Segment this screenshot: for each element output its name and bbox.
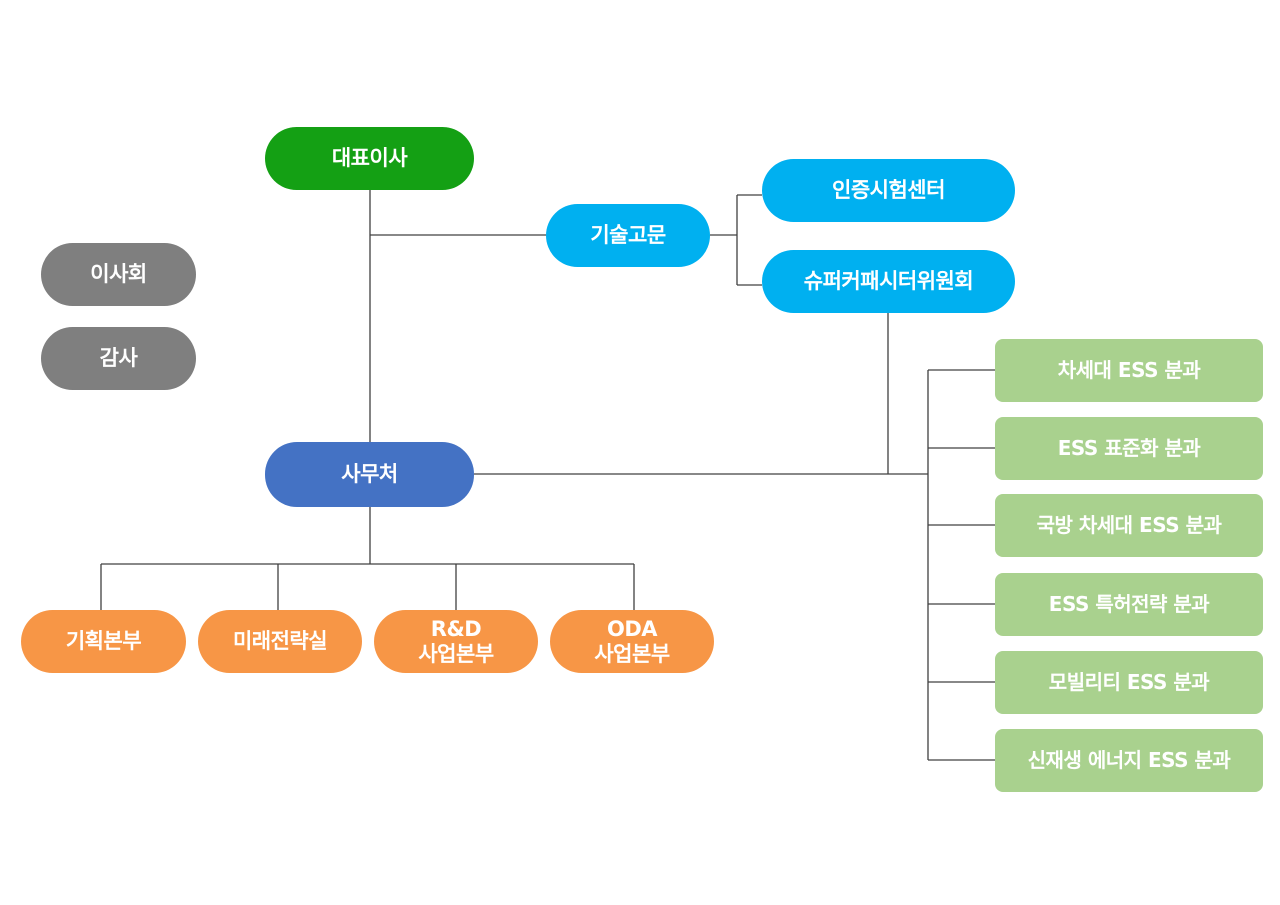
node-rnd-division: R&D 사업본부 (374, 610, 538, 673)
node-planning: 기획본부 (21, 610, 186, 673)
subcommittee-label: 국방 차세대 ESS 분과 (1036, 513, 1222, 537)
node-ceo: 대표이사 (265, 127, 474, 190)
node-board-label: 이사회 (90, 262, 147, 287)
node-board: 이사회 (41, 243, 196, 306)
node-oda-label-line2: 사업본부 (594, 641, 670, 666)
node-cert-center-label: 인증시험센터 (832, 178, 945, 203)
subcommittee-label: 신재생 에너지 ESS 분과 (1027, 748, 1231, 772)
node-secretariat-label: 사무처 (341, 462, 398, 487)
node-subcommittee-defense-ess: 국방 차세대 ESS 분과 (995, 494, 1263, 557)
node-subcommittee-next-gen-ess: 차세대 ESS 분과 (995, 339, 1263, 402)
node-cert-center: 인증시험센터 (762, 159, 1015, 222)
node-auditor: 감사 (41, 327, 196, 390)
node-tech-advisor-label: 기술고문 (590, 223, 666, 248)
node-secretariat: 사무처 (265, 442, 474, 507)
node-tech-advisor: 기술고문 (546, 204, 710, 267)
node-planning-label: 기획본부 (65, 629, 142, 654)
node-subcommittee-renewable-ess: 신재생 에너지 ESS 분과 (995, 729, 1263, 792)
subcommittee-label: 모빌리티 ESS 분과 (1048, 670, 1210, 694)
node-rnd-label-line2: 사업본부 (418, 641, 494, 666)
node-supercap-committee-label: 슈퍼커패시터위원회 (803, 269, 974, 294)
node-subcommittee-mobility-ess: 모빌리티 ESS 분과 (995, 651, 1263, 714)
node-future-strategy: 미래전략실 (198, 610, 362, 673)
node-subcommittee-ess-standardization: ESS 표준화 분과 (995, 417, 1263, 480)
node-ceo-label: 대표이사 (331, 146, 408, 171)
subcommittee-label: ESS 표준화 분과 (1057, 436, 1201, 460)
node-future-strategy-label: 미래전략실 (232, 629, 328, 654)
node-oda-label-line1: ODA (606, 617, 658, 642)
node-subcommittee-ess-patent-strategy: ESS 특허전략 분과 (995, 573, 1263, 636)
node-auditor-label: 감사 (99, 346, 138, 371)
node-rnd-label-line1: R&D (430, 617, 482, 642)
node-oda-division: ODA 사업본부 (550, 610, 714, 673)
subcommittee-label: 차세대 ESS 분과 (1057, 358, 1201, 382)
subcommittee-label: ESS 특허전략 분과 (1048, 592, 1210, 616)
node-supercap-committee: 슈퍼커패시터위원회 (762, 250, 1015, 313)
